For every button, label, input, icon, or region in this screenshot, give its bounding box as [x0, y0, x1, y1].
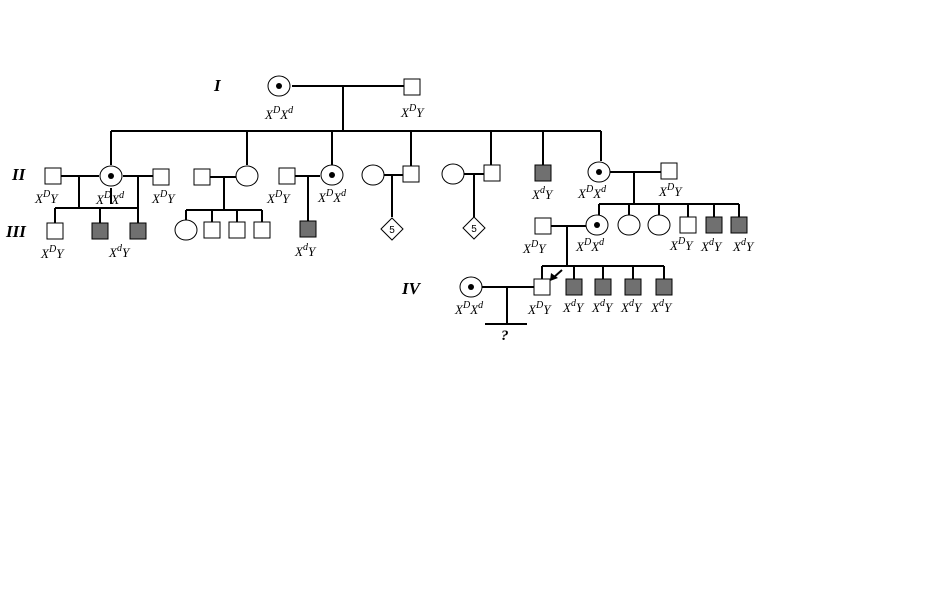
genotype-female-carrier: XDXd	[577, 184, 607, 201]
unaffected-male	[679, 216, 697, 234]
genotype-male-affected: XdY	[591, 298, 614, 315]
affected-male	[534, 164, 552, 182]
genotype-male-normal: XDY	[658, 182, 683, 199]
sibship-diamond	[462, 216, 486, 240]
proband-arrowhead	[550, 273, 558, 281]
unknown-offspring-mark: ?	[501, 328, 509, 344]
affected-male	[299, 220, 317, 238]
genotype-male-normal: XDY	[151, 189, 176, 206]
genotype-male-affected: XdY	[108, 243, 131, 260]
genotype-male-normal: XDY	[400, 103, 425, 120]
genotype-male-normal: XDY	[522, 239, 547, 256]
genotype-male-affected: XdY	[294, 242, 317, 259]
generation-label-g4: IV	[401, 279, 422, 298]
genotype-female-carrier: XDXd	[454, 300, 484, 317]
affected-male	[594, 278, 612, 296]
sibship-count: 5	[389, 225, 395, 236]
generation-label-g2: II	[11, 165, 27, 184]
carrier-dot	[108, 173, 114, 179]
unaffected-male	[402, 165, 420, 183]
genotype-female-carrier: XDXd	[575, 237, 605, 254]
genotype-male-normal: XDY	[266, 189, 291, 206]
genotype-male-affected: XdY	[531, 185, 554, 202]
genotype-male-affected: XdY	[620, 298, 643, 315]
spouse-male	[660, 162, 678, 180]
genotype-male-normal: XDY	[669, 236, 694, 253]
proband-male	[533, 278, 551, 296]
carrier-dot	[276, 83, 282, 89]
spouse-male	[193, 168, 211, 186]
unaffected-male	[228, 221, 246, 239]
genotype-male-normal: XDY	[40, 244, 65, 261]
affected-male	[129, 222, 147, 240]
spouse-male	[44, 167, 62, 185]
affected-male	[730, 216, 748, 234]
unaffected-female	[441, 163, 465, 185]
affected-male	[705, 216, 723, 234]
unaffected-female	[235, 165, 259, 187]
generation-label-g3: III	[5, 222, 27, 241]
genotype-female-carrier: XDXd	[95, 190, 125, 207]
genotype-male-normal: XDY	[527, 300, 552, 317]
unaffected-female	[617, 214, 641, 236]
carrier-dot	[329, 172, 335, 178]
genotype-male-affected: XdY	[732, 237, 755, 254]
unaffected-female	[361, 164, 385, 186]
pedigree-individuals	[44, 75, 748, 298]
unaffected-male	[203, 221, 221, 239]
spouse-male	[152, 168, 170, 186]
genotype-male-affected: XdY	[700, 237, 723, 254]
unaffected-male	[253, 221, 271, 239]
founder-male	[403, 78, 421, 96]
unaffected-female	[647, 214, 671, 236]
genotype-male-affected: XdY	[562, 298, 585, 315]
unaffected-female	[174, 219, 198, 241]
pedigree-lines	[54, 85, 740, 325]
affected-male	[655, 278, 673, 296]
carrier-dot	[596, 169, 602, 175]
sibship-count: 5	[471, 224, 477, 235]
carrier-dot	[594, 222, 600, 228]
affected-male	[91, 222, 109, 240]
genotype-male-normal: XDY	[34, 189, 59, 206]
genotype-male-affected: XdY	[650, 298, 673, 315]
affected-male	[565, 278, 583, 296]
sibship-diamond	[380, 217, 404, 241]
spouse-male	[278, 167, 296, 185]
genotype-female-carrier: XDXd	[317, 188, 347, 205]
unaffected-male	[46, 222, 64, 240]
genotype-female-carrier: XDXd	[264, 105, 294, 122]
affected-male	[624, 278, 642, 296]
spouse-male	[534, 217, 552, 235]
carrier-dot	[468, 284, 474, 290]
unaffected-male	[483, 164, 501, 182]
generation-label-g1: I	[213, 76, 222, 95]
